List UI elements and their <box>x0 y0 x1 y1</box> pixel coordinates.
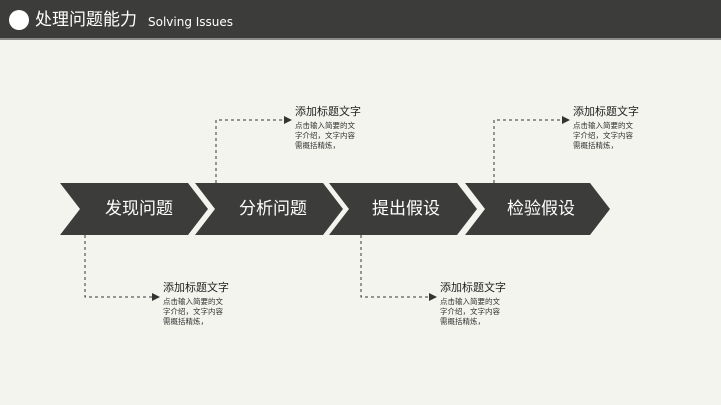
note-verify: 添加标题文字 点击输入简要的文 字介绍，文字内容 需概括精炼， <box>573 105 663 151</box>
note-line: 字介绍，文字内容 <box>573 131 633 140</box>
step-label-2: 分析问题 <box>239 199 307 219</box>
note-line: 需概括精炼， <box>295 141 340 150</box>
note-analyze: 添加标题文字 点击输入简要的文 字介绍，文字内容 需概括精炼， <box>295 105 385 151</box>
note-line: 字介绍，文字内容 <box>163 307 223 316</box>
header-circle-icon <box>9 10 29 30</box>
note-body: 点击输入简要的文 字介绍，文字内容 需概括精炼， <box>163 297 253 327</box>
step-label-4: 检验假设 <box>507 199 575 219</box>
note-title: 添加标题文字 <box>163 281 229 294</box>
note-line: 需概括精炼， <box>163 317 208 326</box>
note-line: 点击输入简要的文 <box>163 297 223 306</box>
note-line: 点击输入简要的文 <box>295 121 355 130</box>
note-hypothesis: 添加标题文字 点击输入简要的文 字介绍，文字内容 需概括精炼， <box>440 281 530 327</box>
note-discover: 添加标题文字 点击输入简要的文 字介绍，文字内容 需概括精炼， <box>163 281 253 327</box>
step-label-3: 提出假设 <box>372 199 440 219</box>
connector-line-1 <box>84 235 160 301</box>
chevron-step-4 <box>465 183 610 235</box>
note-title: 添加标题文字 <box>440 281 506 294</box>
note-line: 需概括精炼， <box>440 317 485 326</box>
connector-line-4 <box>493 116 570 183</box>
page-title: 处理问题能力 <box>35 10 137 30</box>
chevron-step-2 <box>195 183 343 235</box>
step-label-1: 发现问题 <box>105 199 173 219</box>
note-body: 点击输入简要的文 字介绍，文字内容 需概括精炼， <box>295 121 385 151</box>
note-body: 点击输入简要的文 字介绍，文字内容 需概括精炼， <box>573 121 663 151</box>
note-line: 需概括精炼， <box>573 141 618 150</box>
connector-line-2 <box>215 116 292 183</box>
note-title: 添加标题文字 <box>295 105 361 118</box>
connector-line-3 <box>360 235 437 301</box>
note-line: 字介绍，文字内容 <box>295 131 355 140</box>
note-body: 点击输入简要的文 字介绍，文字内容 需概括精炼， <box>440 297 530 327</box>
header-bar: 处理问题能力 Solving Issues <box>0 0 721 40</box>
note-title: 添加标题文字 <box>573 105 639 118</box>
page-subtitle: Solving Issues <box>148 15 234 29</box>
chevron-step-3 <box>329 183 477 235</box>
note-line: 点击输入简要的文 <box>440 297 500 306</box>
note-line: 字介绍，文字内容 <box>440 307 500 316</box>
chevron-step-1 <box>60 183 208 235</box>
note-line: 点击输入简要的文 <box>573 121 633 130</box>
